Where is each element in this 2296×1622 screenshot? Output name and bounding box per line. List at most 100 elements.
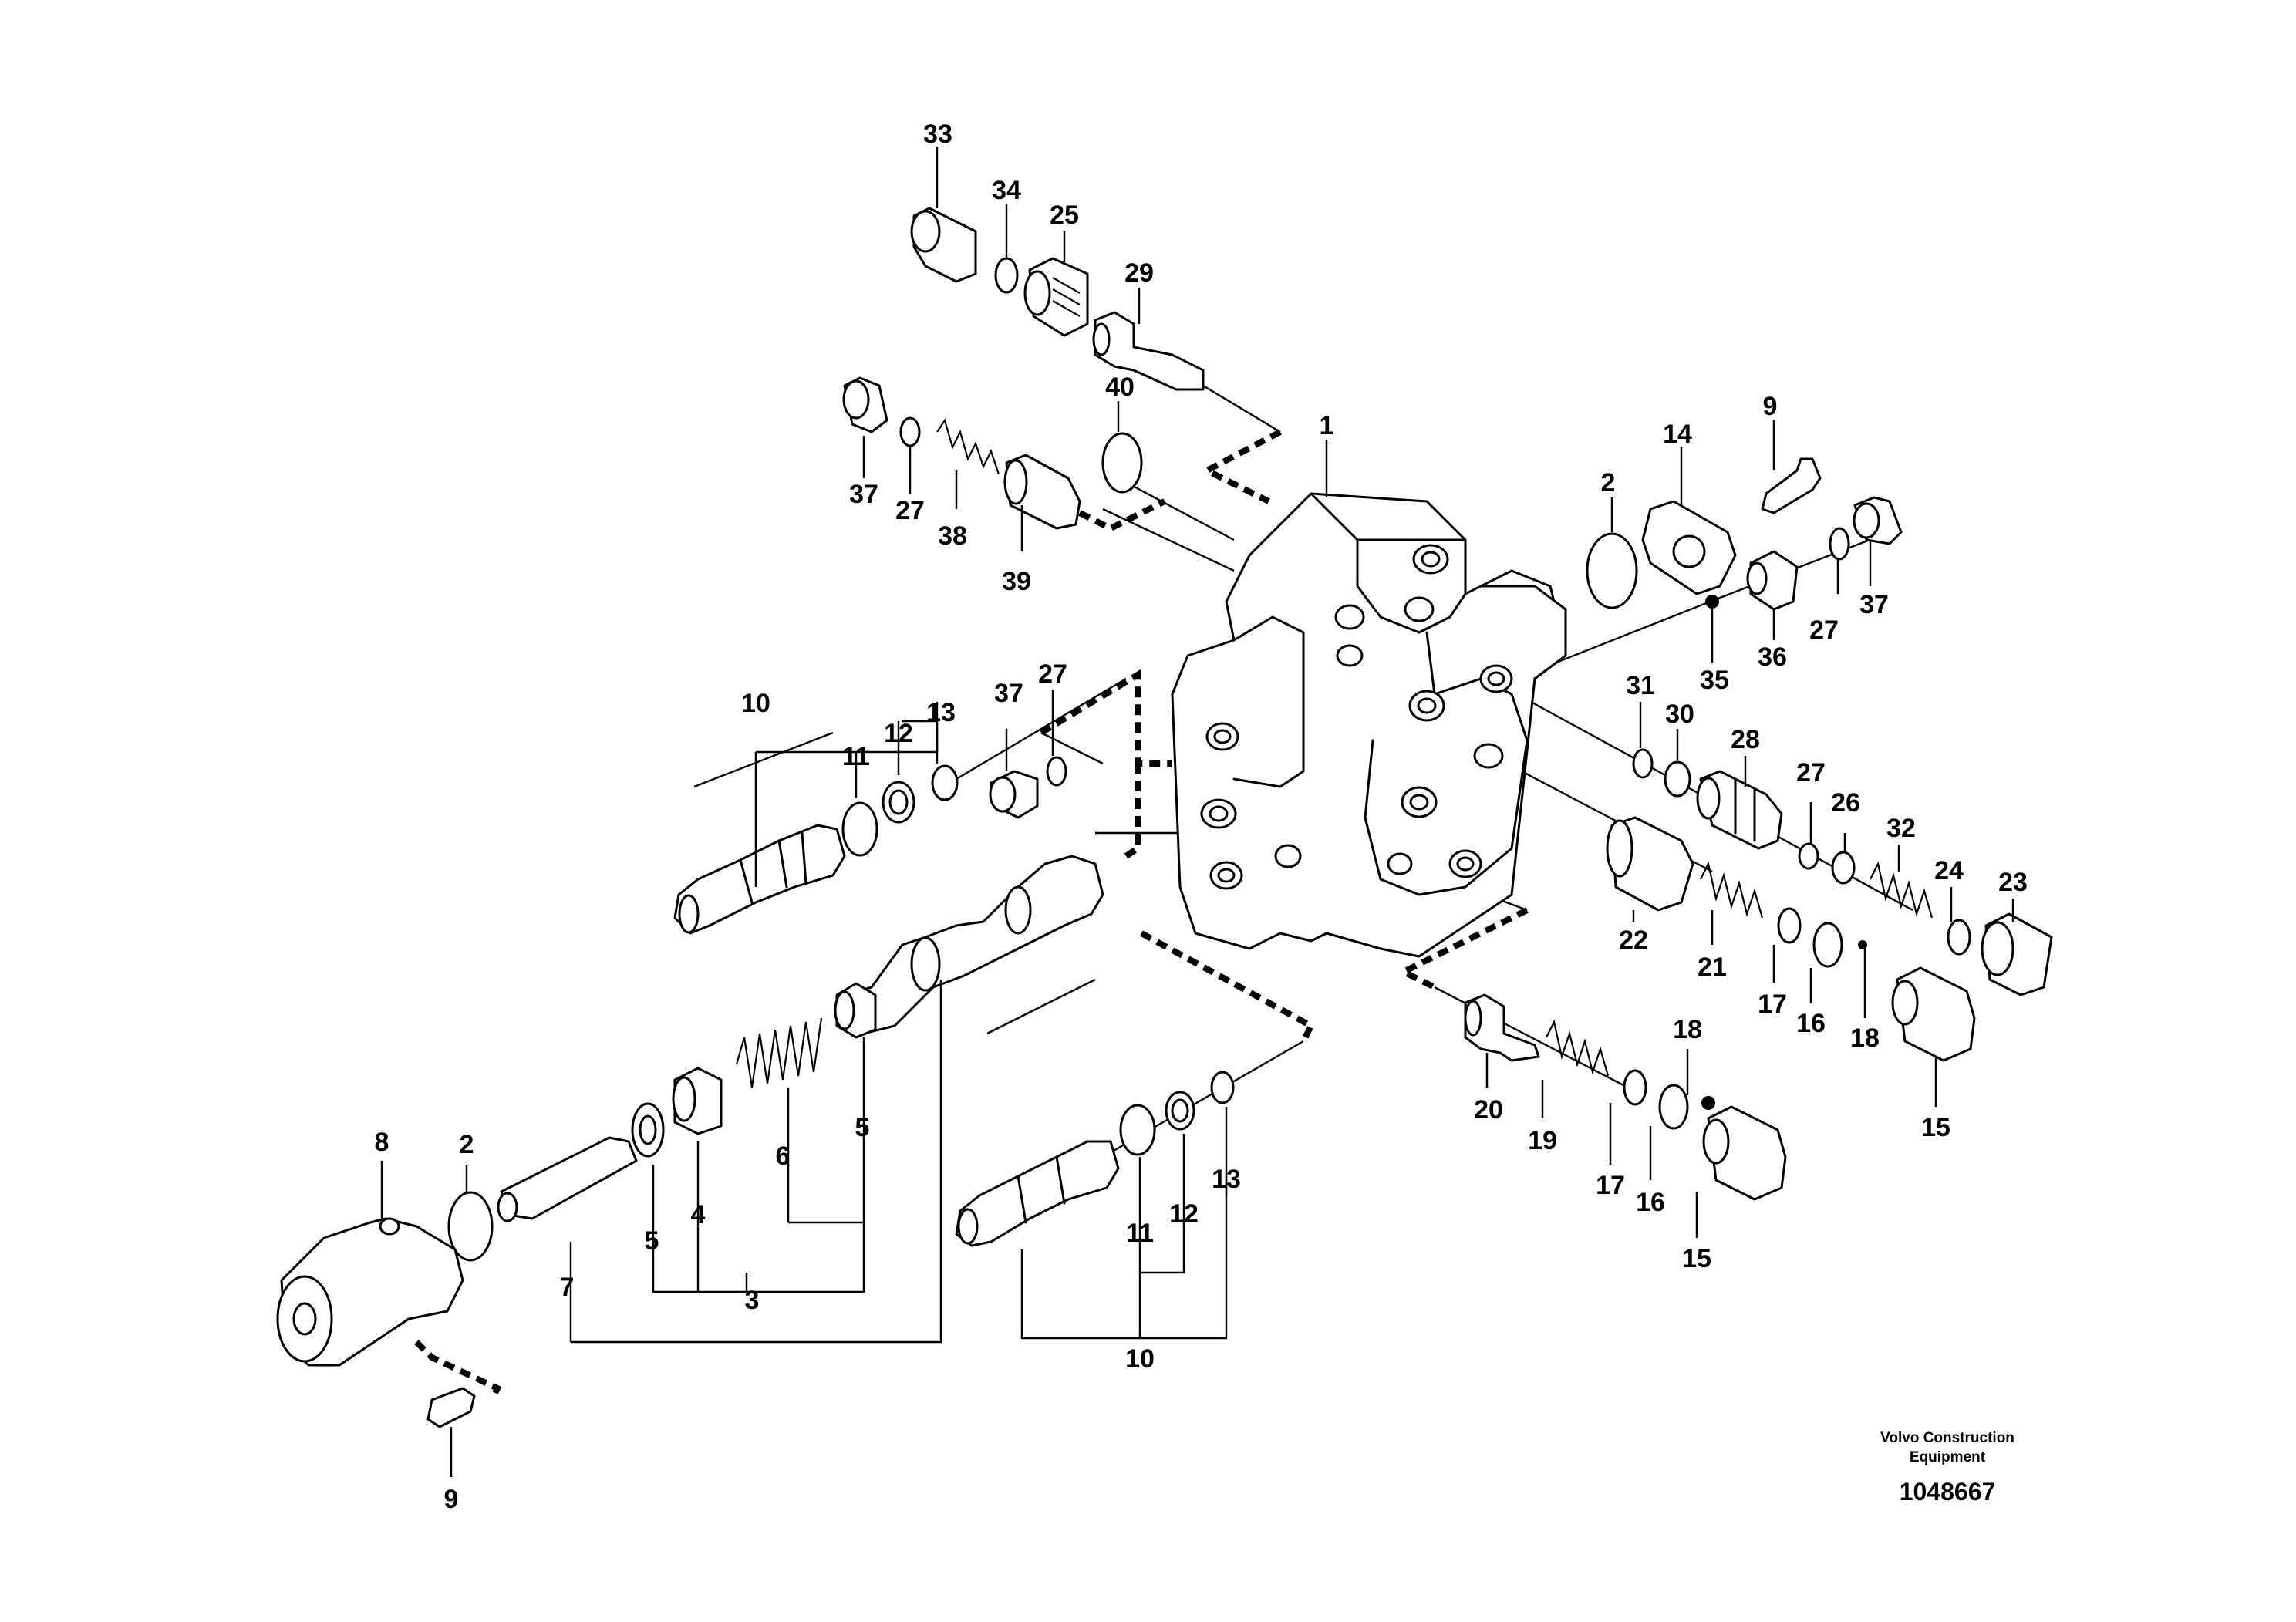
o-ring-2-left xyxy=(447,1191,494,1262)
callout-27-right: 27 xyxy=(1809,615,1839,645)
plug-37-right xyxy=(1853,496,1903,545)
footer-brand: Volvo Construction Equipment 1048667 xyxy=(1880,1430,2014,1506)
o-ring-27-left xyxy=(1046,756,1067,787)
o-ring-27-right xyxy=(1829,527,1850,561)
callout-31: 31 xyxy=(1626,671,1655,700)
callout-37-top: 37 xyxy=(849,480,878,509)
callout-9-bottom: 9 xyxy=(444,1485,459,1514)
cover-14 xyxy=(1641,500,1737,595)
relief-valve-10-lower xyxy=(955,1140,1120,1247)
spring-seat-5-left xyxy=(631,1102,665,1158)
callout-32: 32 xyxy=(1886,814,1916,843)
callout-36: 36 xyxy=(1758,642,1787,672)
top-relief-group xyxy=(910,207,1205,391)
spring-32 xyxy=(1870,861,1934,919)
callout-18-lower: 18 xyxy=(1673,1015,1702,1044)
o-ring-34 xyxy=(994,257,1019,294)
callout-29: 29 xyxy=(1124,258,1154,288)
rod-7 xyxy=(497,1136,638,1222)
o-ring-31 xyxy=(1632,748,1654,779)
left-mid-group xyxy=(673,756,1067,935)
lower-left-group xyxy=(276,1191,494,1428)
callout-12-lower: 12 xyxy=(1169,1199,1199,1229)
callout-8: 8 xyxy=(375,1128,389,1157)
valve-body xyxy=(1171,492,1567,958)
callout-24: 24 xyxy=(1934,856,1964,885)
lower-center-group xyxy=(955,1071,1235,1247)
callout-5-left: 5 xyxy=(645,1226,659,1256)
backup-ring-30 xyxy=(1664,760,1691,798)
callout-5-right: 5 xyxy=(855,1113,870,1142)
spool-36 xyxy=(1746,550,1799,611)
callout-9-top: 9 xyxy=(1763,392,1778,421)
o-ring-24 xyxy=(1947,919,1971,956)
spring-38 xyxy=(936,418,1000,475)
relief-valve-10-upper xyxy=(673,824,846,935)
callout-35: 35 xyxy=(1700,666,1729,695)
right-middle-group xyxy=(1632,748,2053,996)
callout-19: 19 xyxy=(1528,1126,1557,1155)
bolt-9-bottom xyxy=(426,1387,476,1428)
o-ring-27-mid xyxy=(1798,842,1819,870)
callout-13-upper: 13 xyxy=(926,698,956,727)
spring-seat-5-right xyxy=(834,982,877,1039)
o-ring-17-lower xyxy=(1623,1069,1647,1106)
right-lower-group xyxy=(1606,816,1976,1062)
backup-ring-26 xyxy=(1831,851,1856,885)
callout-18-upper: 18 xyxy=(1850,1023,1880,1053)
spring-seat-25 xyxy=(1023,257,1089,337)
callout-26: 26 xyxy=(1831,788,1860,818)
brand-line-2: Equipment xyxy=(1910,1449,1986,1465)
poppet-20 xyxy=(1464,993,1540,1062)
o-ring-27-top xyxy=(899,416,921,447)
callout-7: 7 xyxy=(560,1273,575,1302)
callout-6: 6 xyxy=(776,1141,791,1171)
o-ring-40 xyxy=(1101,432,1143,494)
washer-16-upper xyxy=(1812,922,1843,968)
o-ring-11-lower xyxy=(1119,1104,1156,1156)
upper-left-group xyxy=(842,376,1143,530)
callout-27-left: 27 xyxy=(1038,659,1067,689)
upper-right-group xyxy=(1586,457,1903,611)
plug-37-top xyxy=(842,376,888,433)
callout-39: 39 xyxy=(1002,567,1031,596)
piston-22 xyxy=(1606,816,1694,912)
callout-40: 40 xyxy=(1105,373,1135,402)
callout-10-upper: 10 xyxy=(741,689,770,718)
callout-21: 21 xyxy=(1698,953,1727,982)
callout-2-left: 2 xyxy=(460,1130,474,1159)
callout-20: 20 xyxy=(1474,1095,1503,1125)
callout-16-upper: 16 xyxy=(1796,1009,1826,1038)
callout-2-right: 2 xyxy=(1601,468,1616,497)
main-spool-group xyxy=(497,855,1104,1222)
brand-line-1: Volvo Construction xyxy=(1880,1430,2014,1446)
stopper-4 xyxy=(672,1067,723,1135)
o-ring-2-right xyxy=(1586,532,1638,609)
callout-27-top: 27 xyxy=(895,496,925,525)
callout-30: 30 xyxy=(1665,700,1694,729)
callout-28: 28 xyxy=(1731,725,1760,754)
callout-25: 25 xyxy=(1050,201,1079,230)
callout-23: 23 xyxy=(1998,868,2028,897)
callout-16-lower: 16 xyxy=(1636,1188,1665,1217)
callout-11-upper: 11 xyxy=(842,742,870,771)
o-ring-13-upper xyxy=(931,764,959,801)
washer-16-lower xyxy=(1658,1084,1689,1130)
callout-27-mid: 27 xyxy=(1796,758,1826,787)
o-ring-11-upper xyxy=(841,801,878,857)
callout-4: 4 xyxy=(691,1200,706,1229)
callout-15-lower: 15 xyxy=(1682,1244,1711,1273)
callout-37-right: 37 xyxy=(1859,590,1889,619)
o-ring-13-lower xyxy=(1210,1071,1235,1104)
callout-15-upper: 15 xyxy=(1921,1113,1950,1142)
callout-38: 38 xyxy=(938,521,967,551)
spool-39 xyxy=(1003,454,1081,530)
callout-1: 1 xyxy=(1320,411,1334,440)
marker-dot-18-upper xyxy=(1858,940,1867,949)
o-ring-17-upper xyxy=(1777,907,1802,944)
callout-34: 34 xyxy=(992,176,1021,205)
plug-15-upper xyxy=(1891,966,1976,1062)
callout-22: 22 xyxy=(1619,926,1648,955)
valve-28 xyxy=(1696,770,1783,850)
